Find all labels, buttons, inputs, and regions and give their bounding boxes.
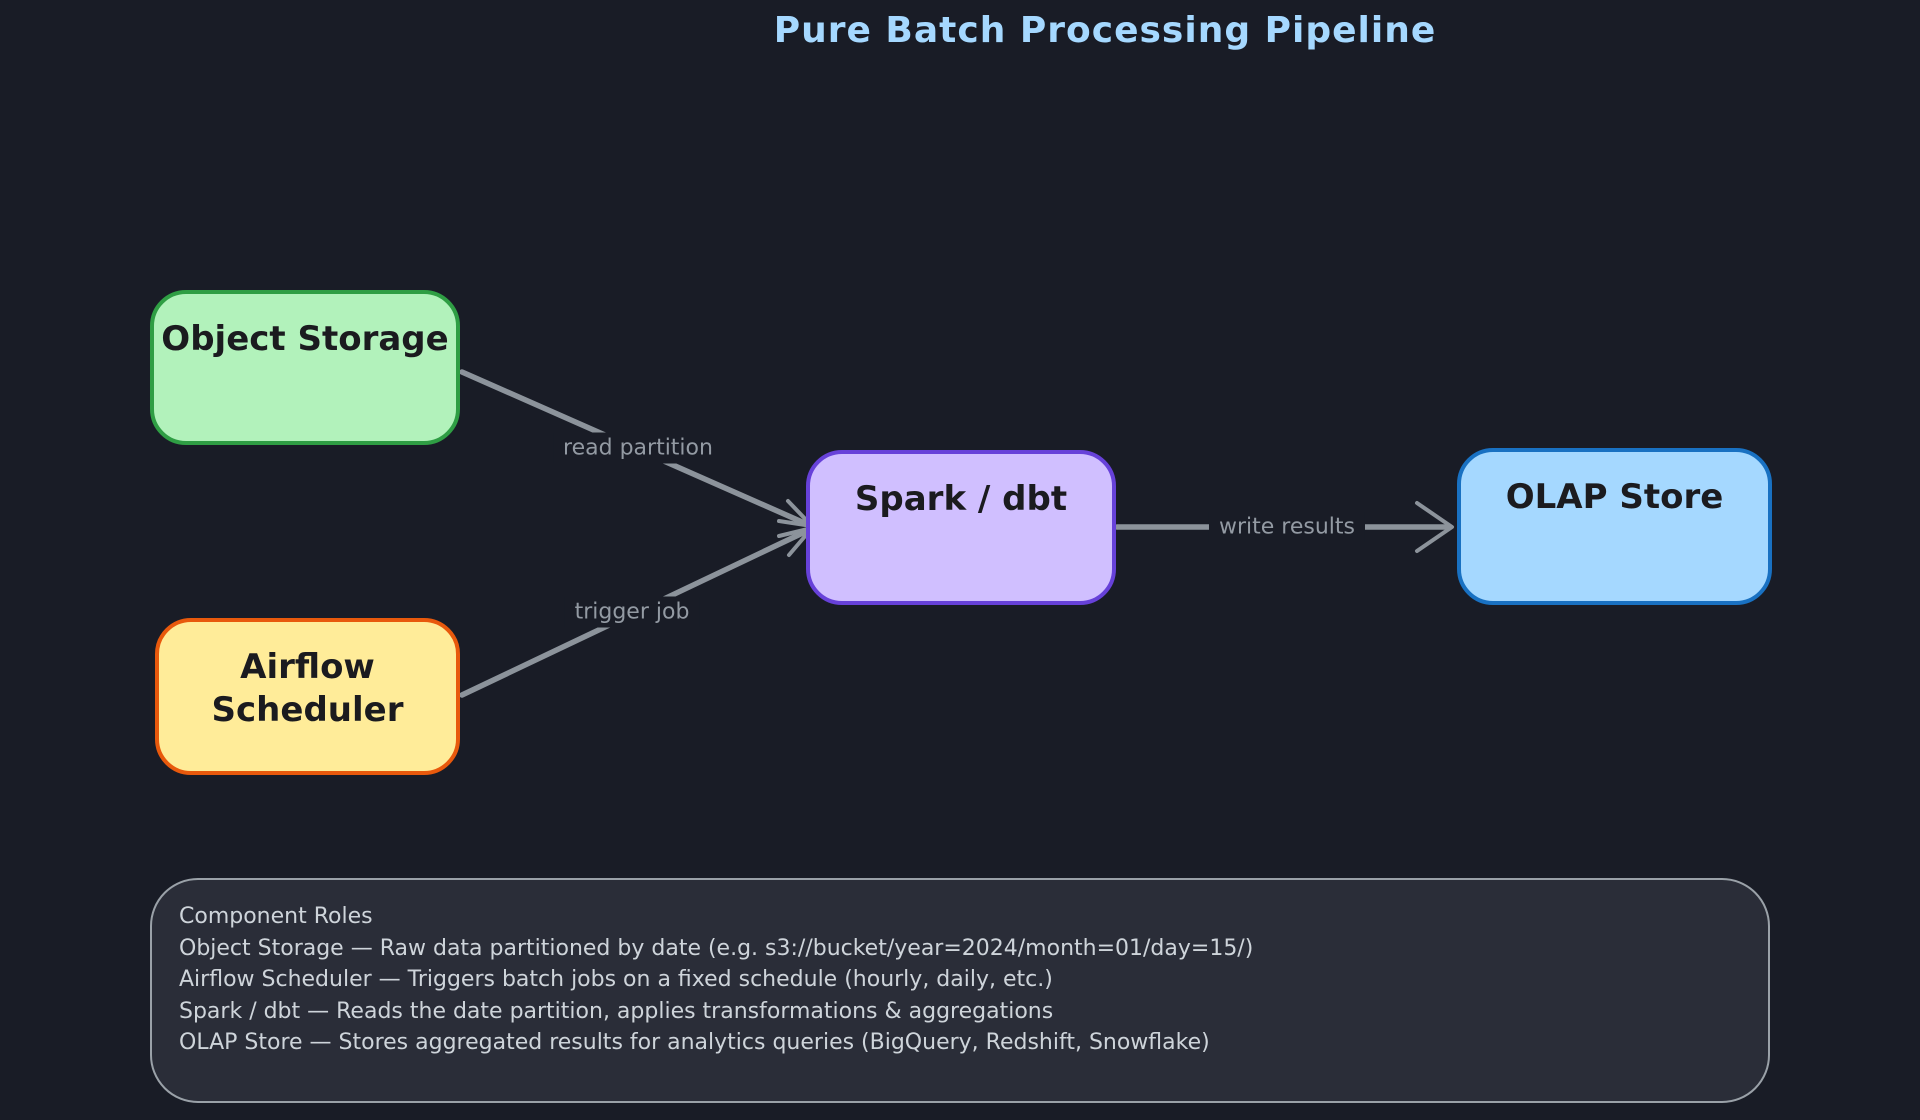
node-olap-store: OLAP Store (1457, 448, 1772, 605)
component-role-object-storage: Object Storage — Raw data partitioned by… (179, 935, 1254, 961)
component-role-spark-dbt: Spark / dbt — Reads the date partition, … (179, 998, 1054, 1024)
node-olap-store-label: OLAP Store (1505, 477, 1724, 517)
node-object-storage-label: Object Storage (161, 319, 449, 359)
node-airflow-scheduler: Airflow Scheduler (155, 618, 460, 775)
edge-label-read-partition: read partition (553, 432, 723, 464)
component-role-airflow-scheduler: Airflow Scheduler — Triggers batch jobs … (179, 967, 1053, 992)
node-object-storage: Object Storage (150, 290, 460, 445)
component-roles-heading: Component Roles (179, 904, 373, 929)
node-airflow-scheduler-label: Airflow Scheduler (211, 647, 404, 730)
component-role-olap-store: OLAP Store — Stores aggregated results f… (179, 1030, 1210, 1055)
edge-label-trigger-job: trigger job (564, 596, 700, 628)
edge-label-write-results: write results (1208, 511, 1366, 543)
node-spark-dbt: Spark / dbt (806, 450, 1116, 605)
diagram-title: Pure Batch Processing Pipeline (773, 10, 1437, 51)
component-roles-panel: Component Roles Object Storage — Raw dat… (150, 878, 1770, 1103)
node-spark-dbt-label: Spark / dbt (854, 479, 1068, 519)
